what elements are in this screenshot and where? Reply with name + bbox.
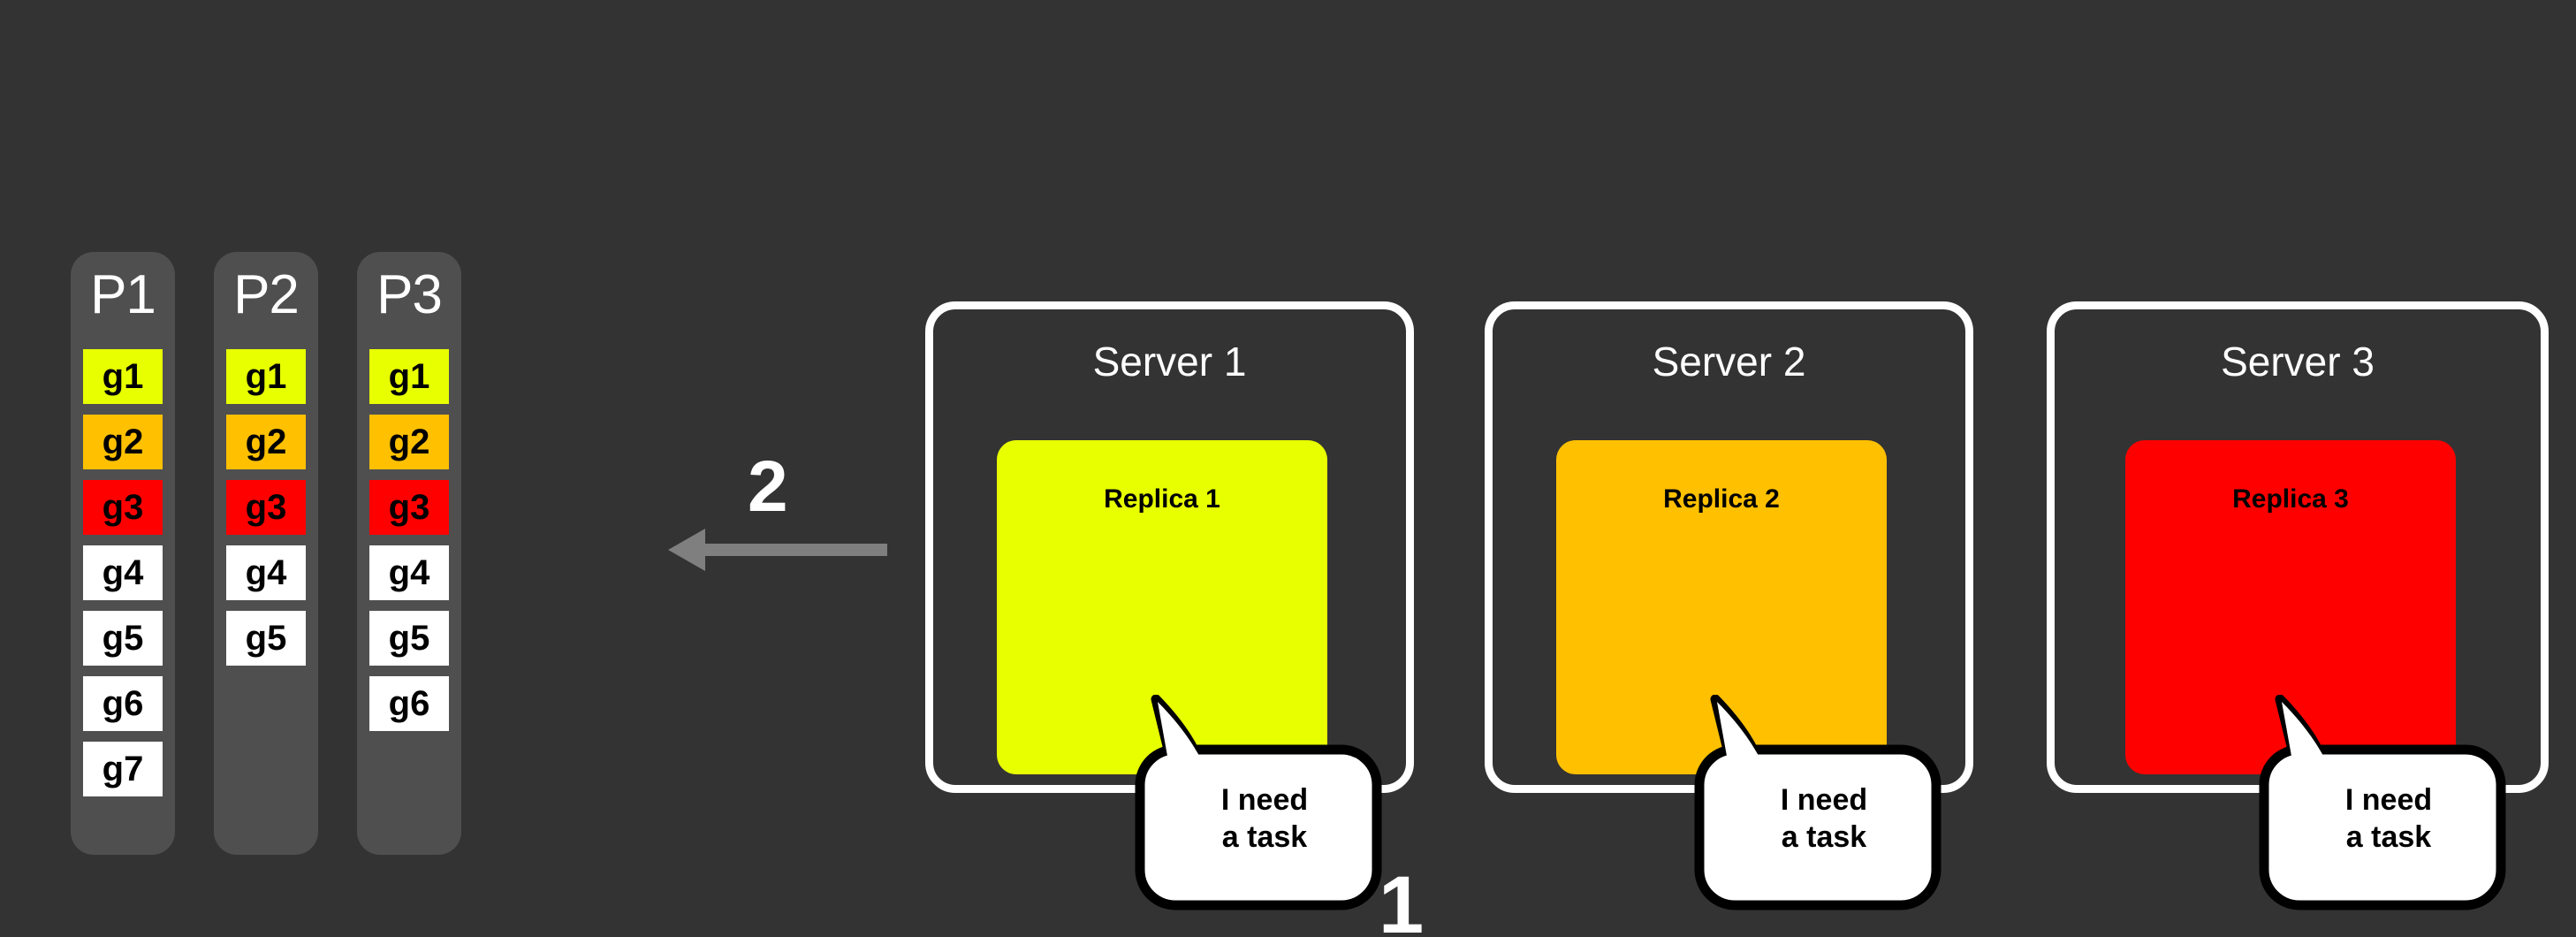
- partition-column-p3: P3 g1 g2 g3 g4 g5 g6: [357, 252, 461, 855]
- partition-tile: g1: [226, 349, 306, 404]
- flow-arrow-left-icon: [668, 529, 887, 571]
- partition-tile: g4: [83, 545, 163, 600]
- speech-bubble-text-2: I need a task: [1780, 783, 1868, 855]
- speech-bubble-text-1: I need a task: [1220, 783, 1309, 855]
- partition-tile: g2: [226, 415, 306, 469]
- partition-tile: g6: [369, 676, 449, 731]
- partition-tile-stack-p3: g1 g2 g3 g4 g5 g6: [369, 349, 449, 742]
- partition-tile: g5: [83, 611, 163, 666]
- speech-bubble-shape-icon: [1135, 695, 1382, 910]
- replica-label-2: Replica 2: [1663, 484, 1780, 514]
- partition-tile: g5: [369, 611, 449, 666]
- partition-tile: g2: [369, 415, 449, 469]
- server-title-1: Server 1: [1092, 339, 1247, 385]
- speech-bubble-text-3: I need a task: [2344, 783, 2433, 855]
- server-title-3: Server 3: [2221, 339, 2375, 385]
- partition-tile-stack-p1: g1 g2 g3 g4 g5 g6 g7: [83, 349, 163, 807]
- step-number-1: 1: [1379, 860, 1425, 937]
- server-title-2: Server 2: [1652, 339, 1806, 385]
- replica-label-1: Replica 1: [1104, 484, 1220, 514]
- partition-tile: g6: [83, 676, 163, 731]
- partition-column-p2: P2 g1 g2 g3 g4 g5: [214, 252, 318, 855]
- partition-tile: g7: [83, 742, 163, 796]
- partition-tile: g1: [369, 349, 449, 404]
- speech-bubble-2: I need a task: [1691, 695, 1947, 916]
- partition-title-p3: P3: [376, 264, 443, 325]
- speech-bubble-1: I need a task: [1131, 695, 1387, 916]
- replica-label-3: Replica 3: [2232, 484, 2349, 514]
- partition-tile: g3: [226, 480, 306, 535]
- partition-tile: g5: [226, 611, 306, 666]
- partition-title-p1: P1: [90, 264, 156, 325]
- partition-column-p1: P1 g1 g2 g3 g4 g5 g6 g7: [71, 252, 175, 855]
- speech-bubble-3: I need a task: [2255, 695, 2511, 916]
- partition-tile: g2: [83, 415, 163, 469]
- partition-tile: g1: [83, 349, 163, 404]
- partition-tile: g3: [369, 480, 449, 535]
- speech-bubble-shape-icon: [1694, 695, 1941, 910]
- partition-title-p2: P2: [233, 264, 300, 325]
- partition-tile-stack-p2: g1 g2 g3 g4 g5: [226, 349, 306, 676]
- partition-tile: g4: [369, 545, 449, 600]
- speech-bubble-shape-icon: [2259, 695, 2506, 910]
- partition-tile: g4: [226, 545, 306, 600]
- step-number-2: 2: [748, 446, 788, 527]
- partition-tile: g3: [83, 480, 163, 535]
